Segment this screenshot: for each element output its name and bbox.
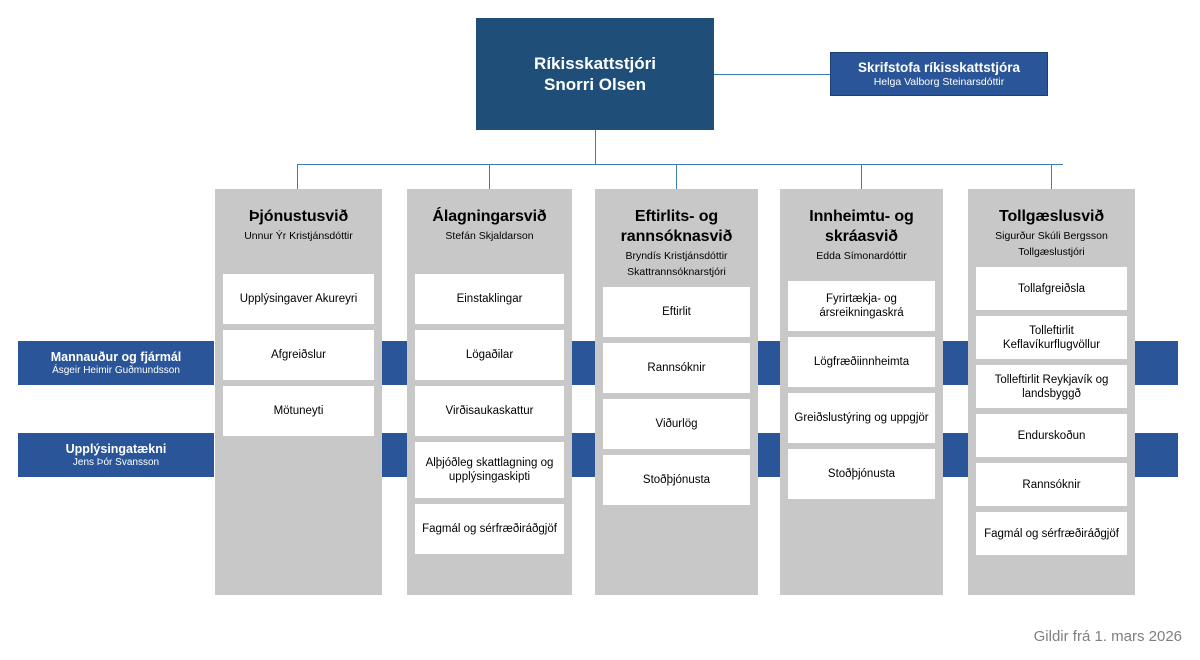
unit-item[interactable]: Alþjóðleg skattlagning og upplýsingaskip… <box>415 442 564 498</box>
unit-item[interactable]: Lögaðilar <box>415 330 564 380</box>
division-name: Álagningarsvið <box>432 208 547 225</box>
division-column-innheimtu-og-skraasvid[interactable]: Innheimtu- og skráasvið Edda Símonardótt… <box>780 189 943 595</box>
node-skrifstofa-rikisskattstjora[interactable]: Skrifstofa ríkisskattstjóra Helga Valbor… <box>830 52 1048 96</box>
support-unit-person: Jens Þór Svansson <box>72 456 160 468</box>
node-title: Skrifstofa ríkisskattstjóra <box>857 59 1021 75</box>
division-unit-list: Upplýsingaver Akureyri Afgreiðslur Mötun… <box>215 274 382 436</box>
division-column-tollgaeslusvid[interactable]: Tollgæslusvið Sigurður Skúli Bergsson To… <box>968 189 1135 595</box>
division-column-alagningarsvid[interactable]: Álagningarsvið Stefán Skjaldarson Einsta… <box>407 189 572 595</box>
support-band-bridge <box>382 341 407 385</box>
unit-item[interactable]: Fyrirtækja- og ársreikningaskrá <box>788 281 935 331</box>
support-band-bridge <box>758 341 780 385</box>
division-person-role: Skattrannsóknarstjóri <box>627 266 726 278</box>
division-person: Bryndís Kristjánsdóttir <box>625 250 728 262</box>
unit-item[interactable]: Mötuneyti <box>223 386 374 436</box>
division-person: Edda Símonardóttir <box>816 250 907 262</box>
node-person: Helga Valborg Steinarsdóttir <box>873 75 1005 88</box>
node-person: Snorri Olsen <box>543 75 647 94</box>
division-header: Tollgæslusvið Sigurður Skúli Bergsson To… <box>968 189 1135 259</box>
division-name: Þjónustusvið <box>248 208 349 225</box>
connector-ceo-stem <box>595 130 596 165</box>
division-header: Álagningarsvið Stefán Skjaldarson <box>407 189 572 243</box>
unit-item[interactable]: Tollafgreiðsla <box>976 267 1127 310</box>
connector-drop-4 <box>861 164 862 189</box>
support-band-bridge <box>758 433 780 477</box>
unit-item[interactable]: Eftirlit <box>603 287 750 337</box>
support-unit-title: Upplýsingatækni <box>65 441 167 456</box>
support-unit-title: Mannauður og fjármál <box>50 349 182 364</box>
support-band-bridge <box>572 433 595 477</box>
support-band-bridge <box>1135 433 1178 477</box>
division-unit-list: Fyrirtækja- og ársreikningaskrá Lögfræði… <box>780 281 943 499</box>
support-unit-mannaudur-og-fjarmal[interactable]: Mannauður og fjármál Ásgeir Heimir Guðmu… <box>18 341 214 385</box>
unit-item[interactable]: Afgreiðslur <box>223 330 374 380</box>
node-riksskattstjori[interactable]: Ríkisskattstjóri Snorri Olsen <box>476 18 714 130</box>
unit-item[interactable]: Einstaklingar <box>415 274 564 324</box>
support-band-bridge <box>943 341 968 385</box>
unit-item[interactable]: Fagmál og sérfræðiráðgjöf <box>976 512 1127 555</box>
unit-item[interactable]: Stoðþjónusta <box>603 455 750 505</box>
division-column-eftirlits-og-rannsoknasvid[interactable]: Eftirlits- og rannsóknasvið Bryndís Kris… <box>595 189 758 595</box>
division-header: Þjónustusvið Unnur Ýr Kristjánsdóttir <box>215 189 382 243</box>
division-person: Unnur Ýr Kristjánsdóttir <box>244 230 353 242</box>
support-band-bridge <box>572 341 595 385</box>
unit-item[interactable]: Fagmál og sérfræðiráðgjöf <box>415 504 564 554</box>
unit-item[interactable]: Stoðþjónusta <box>788 449 935 499</box>
support-band-bridge <box>943 433 968 477</box>
unit-item[interactable]: Virðisaukaskattur <box>415 386 564 436</box>
division-unit-list: Einstaklingar Lögaðilar Virðisaukaskattu… <box>407 274 572 554</box>
unit-item[interactable]: Rannsóknir <box>976 463 1127 506</box>
support-band-bridge <box>1135 341 1178 385</box>
division-column-thjonustusvid[interactable]: Þjónustusvið Unnur Ýr Kristjánsdóttir Up… <box>215 189 382 595</box>
unit-item[interactable]: Endurskoðun <box>976 414 1127 457</box>
division-person: Sigurður Skúli Bergsson <box>995 230 1108 242</box>
unit-item[interactable]: Lögfræðiinnheimta <box>788 337 935 387</box>
connector-drop-5 <box>1051 164 1052 189</box>
unit-item[interactable]: Tolleftirlit Reykjavík og landsbyggð <box>976 365 1127 408</box>
connector-ceo-to-office <box>714 74 830 75</box>
unit-item[interactable]: Upplýsingaver Akureyri <box>223 274 374 324</box>
division-name: Tollgæslusvið <box>998 208 1105 225</box>
connector-drop-2 <box>489 164 490 189</box>
support-unit-upplysingataekni[interactable]: Upplýsingatækni Jens Þór Svansson <box>18 433 214 477</box>
support-band-bridge <box>382 433 407 477</box>
unit-item[interactable]: Tolleftirlit Keflavíkurflugvöllur <box>976 316 1127 359</box>
division-person-role: Tollgæslustjóri <box>1018 246 1085 258</box>
division-header: Eftirlits- og rannsóknasvið Bryndís Kris… <box>595 189 758 279</box>
division-header: Innheimtu- og skráasvið Edda Símonardótt… <box>780 189 943 263</box>
division-unit-list: Eftirlit Rannsóknir Viðurlög Stoðþjónust… <box>595 287 758 505</box>
unit-item[interactable]: Greiðslustýring og uppgjör <box>788 393 935 443</box>
support-unit-person: Ásgeir Heimir Guðmundsson <box>52 364 180 376</box>
division-person: Stefán Skjaldarson <box>445 230 534 242</box>
connector-drop-3 <box>676 164 677 189</box>
division-unit-list: Tollafgreiðsla Tolleftirlit Keflavíkurfl… <box>968 267 1135 555</box>
division-name: Eftirlits- og rannsóknasvið <box>620 208 733 245</box>
unit-item[interactable]: Rannsóknir <box>603 343 750 393</box>
validity-note: Gildir frá 1. mars 2026 <box>1033 628 1182 645</box>
unit-item[interactable]: Viðurlög <box>603 399 750 449</box>
division-name: Innheimtu- og skráasvið <box>809 208 914 245</box>
node-title: Ríkisskattstjóri <box>534 54 656 73</box>
connector-division-bus <box>297 164 1063 165</box>
connector-drop-1 <box>297 164 298 189</box>
